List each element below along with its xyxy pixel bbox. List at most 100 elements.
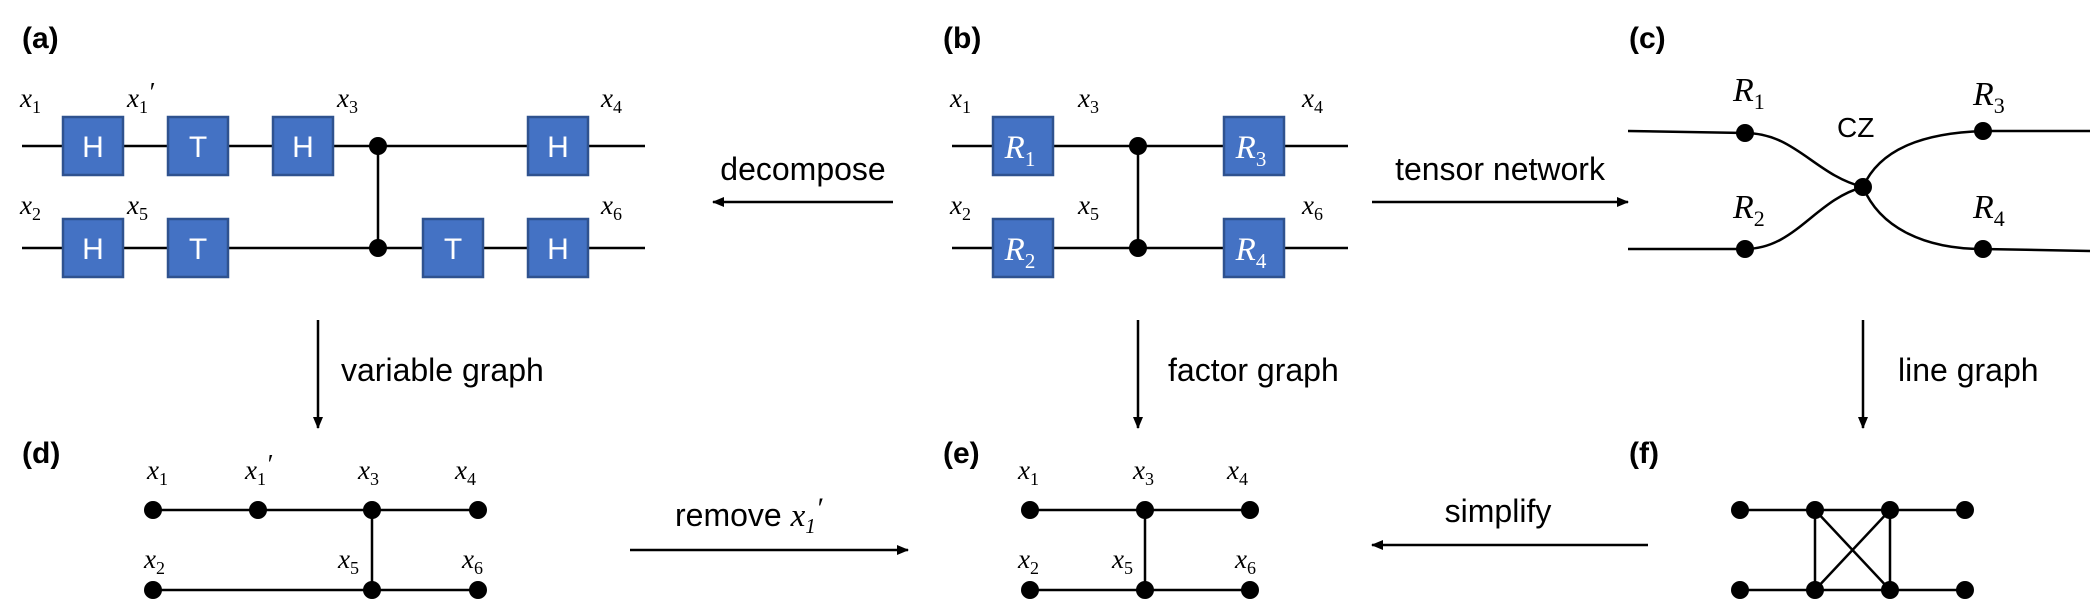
node-x6 bbox=[1241, 581, 1259, 599]
node bbox=[1956, 501, 1974, 519]
panel-label-f: (f) bbox=[1629, 437, 1659, 470]
arrow-tensor-network: tensor network bbox=[1372, 151, 1629, 207]
panel-e: (e) x1 x3 x4 x2 x5 x6 bbox=[943, 437, 1259, 599]
node-x6 bbox=[469, 581, 487, 599]
tn-wire-top-right bbox=[1861, 129, 2090, 188]
gate-r4: R4 bbox=[1222, 217, 1286, 279]
panel-label-b: (b) bbox=[943, 22, 981, 55]
node-x1-prime bbox=[249, 501, 267, 519]
arrow-label-variable-graph: variable graph bbox=[341, 352, 544, 388]
var-x5: x5 bbox=[337, 544, 359, 578]
arrow-variable-graph: variable graph bbox=[313, 320, 544, 429]
var-x1: x1 bbox=[19, 83, 41, 117]
node-x5 bbox=[363, 581, 381, 599]
var-x5: x5 bbox=[1111, 544, 1133, 578]
var-x6: x6 bbox=[1301, 190, 1323, 224]
node bbox=[1956, 581, 1974, 599]
gate-t-bottom-2: T bbox=[421, 217, 485, 279]
var-x1: x1 bbox=[949, 83, 971, 117]
var-x3: x3 bbox=[1132, 455, 1154, 489]
gate-r3: R3 bbox=[1222, 115, 1286, 177]
arrow-decompose: decompose bbox=[712, 151, 893, 207]
panel-label-d: (d) bbox=[22, 437, 60, 470]
var-x4: x4 bbox=[600, 83, 622, 117]
tn-node-cz bbox=[1854, 178, 1872, 196]
var-x1-prime: x1′ bbox=[126, 77, 155, 117]
cz-control-dot bbox=[1129, 137, 1147, 155]
var-x1: x1 bbox=[1017, 455, 1039, 489]
cz-target-dot bbox=[1129, 239, 1147, 257]
var-x5: x5 bbox=[126, 190, 148, 224]
node-x3 bbox=[1136, 501, 1154, 519]
gate-h-top-2: H bbox=[271, 115, 335, 177]
panel-label-c: (c) bbox=[1629, 22, 1666, 55]
panel-a: (a) H T H H H T T bbox=[19, 22, 645, 279]
var-x3: x3 bbox=[336, 83, 358, 117]
var-x4: x4 bbox=[454, 455, 476, 489]
var-x3: x3 bbox=[357, 455, 379, 489]
var-x4: x4 bbox=[1226, 455, 1248, 489]
node bbox=[1731, 501, 1749, 519]
svg-text:H: H bbox=[82, 131, 104, 164]
arrow-label-factor-graph: factor graph bbox=[1168, 352, 1339, 388]
arrow-line-graph: line graph bbox=[1858, 320, 2039, 429]
node-x1 bbox=[144, 501, 162, 519]
svg-text:R3: R3 bbox=[1235, 130, 1267, 171]
node-x4 bbox=[1241, 501, 1259, 519]
arrow-remove: remove x1′ bbox=[630, 492, 909, 555]
arrow-label-decompose: decompose bbox=[720, 151, 885, 187]
var-x2: x2 bbox=[143, 544, 165, 578]
panel-label-a: (a) bbox=[22, 22, 59, 55]
svg-text:H: H bbox=[82, 233, 104, 266]
cz-target-dot bbox=[369, 239, 387, 257]
var-x1: x1 bbox=[146, 455, 168, 489]
svg-text:R1: R1 bbox=[1004, 130, 1036, 171]
node bbox=[1881, 501, 1899, 519]
var-x6: x6 bbox=[600, 190, 622, 224]
node bbox=[1806, 581, 1824, 599]
tn-node-r2 bbox=[1736, 240, 1754, 258]
node bbox=[1731, 581, 1749, 599]
node bbox=[1881, 581, 1899, 599]
panel-b: (b) R1 R2 R3 R4 x1 x3 x4 x2 x5 x6 bbox=[943, 22, 1348, 279]
node-x1 bbox=[1021, 501, 1039, 519]
arrow-label-tensor-network: tensor network bbox=[1395, 151, 1606, 187]
gate-t-bottom-1: T bbox=[166, 217, 230, 279]
tn-label-r3: R3 bbox=[1972, 76, 2005, 118]
cz-control-dot bbox=[369, 137, 387, 155]
gate-r1: R1 bbox=[991, 115, 1055, 177]
arrow-label-remove: remove x1′ bbox=[675, 492, 823, 538]
var-x5: x5 bbox=[1077, 190, 1099, 224]
panel-f: (f) bbox=[1629, 437, 1974, 599]
gate-h-top-3: H bbox=[526, 115, 590, 177]
gate-t-top: T bbox=[166, 115, 230, 177]
tn-node-r1 bbox=[1736, 124, 1754, 142]
arrow-label-line-graph: line graph bbox=[1898, 352, 2039, 388]
arrow-simplify: simplify bbox=[1371, 493, 1648, 550]
var-x2: x2 bbox=[19, 190, 41, 224]
svg-text:T: T bbox=[444, 233, 462, 266]
tn-node-r4 bbox=[1974, 240, 1992, 258]
node-x4 bbox=[469, 501, 487, 519]
node-x3 bbox=[363, 501, 381, 519]
svg-text:T: T bbox=[189, 233, 207, 266]
tn-label-cz: CZ bbox=[1837, 112, 1874, 143]
node-x2 bbox=[144, 581, 162, 599]
var-x4: x4 bbox=[1301, 83, 1323, 117]
panel-c: (c) R1 R2 R3 R4 CZ bbox=[1627, 22, 2091, 258]
gate-h-bottom-1: H bbox=[61, 217, 125, 279]
gate-h-top-1: H bbox=[61, 115, 125, 177]
edge-diagonal-up bbox=[1814, 509, 1891, 591]
tn-node-r3 bbox=[1974, 122, 1992, 140]
svg-text:T: T bbox=[189, 131, 207, 164]
var-x2: x2 bbox=[949, 190, 971, 224]
gate-r2: R2 bbox=[991, 217, 1055, 279]
node-x2 bbox=[1021, 581, 1039, 599]
var-x1-prime: x1′ bbox=[244, 449, 273, 489]
var-x6: x6 bbox=[461, 544, 483, 578]
node-x5 bbox=[1136, 581, 1154, 599]
svg-text:R4: R4 bbox=[1235, 232, 1267, 273]
svg-text:H: H bbox=[547, 233, 569, 266]
tn-label-r1: R1 bbox=[1732, 72, 1765, 114]
